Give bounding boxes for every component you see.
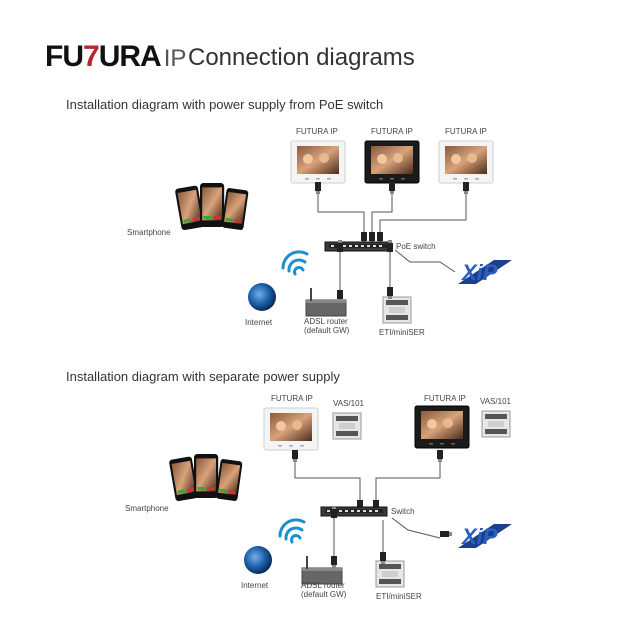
- d2-internet-label: Internet: [241, 581, 269, 590]
- page-title: Connection diagrams: [188, 44, 415, 71]
- d1-router-label: ADSL router(default GW): [304, 317, 350, 335]
- d2-vas2-label: VAS/101: [480, 397, 511, 406]
- d1-monitor1-label: FUTURA IP: [296, 127, 338, 136]
- d2-monitor1-label: FUTURA IP: [271, 394, 313, 403]
- diagram1-heading: Installation diagram with power supply f…: [66, 97, 384, 112]
- d2-router-label: ADSL router(default GW): [301, 581, 347, 599]
- d2-monitor2-label: FUTURA IP: [424, 394, 466, 403]
- d2-smartphone-label: Smartphone: [125, 504, 169, 513]
- d1-monitor3-label: FUTURA IP: [445, 127, 487, 136]
- d1-switch-label: PoE switch: [396, 242, 436, 251]
- d2-eti-label: ETI/miniSER: [376, 592, 422, 601]
- d1-eti-label: ETI/miniSER: [379, 328, 425, 337]
- d2-vas1-label: VAS/101: [333, 399, 364, 408]
- d1-smartphone-label: Smartphone: [127, 228, 171, 237]
- diagram2-heading: Installation diagram with separate power…: [66, 369, 340, 384]
- d1-internet-label: Internet: [245, 318, 273, 327]
- d2-switch-label: Switch: [391, 507, 415, 516]
- d1-monitor2-label: FUTURA IP: [371, 127, 413, 136]
